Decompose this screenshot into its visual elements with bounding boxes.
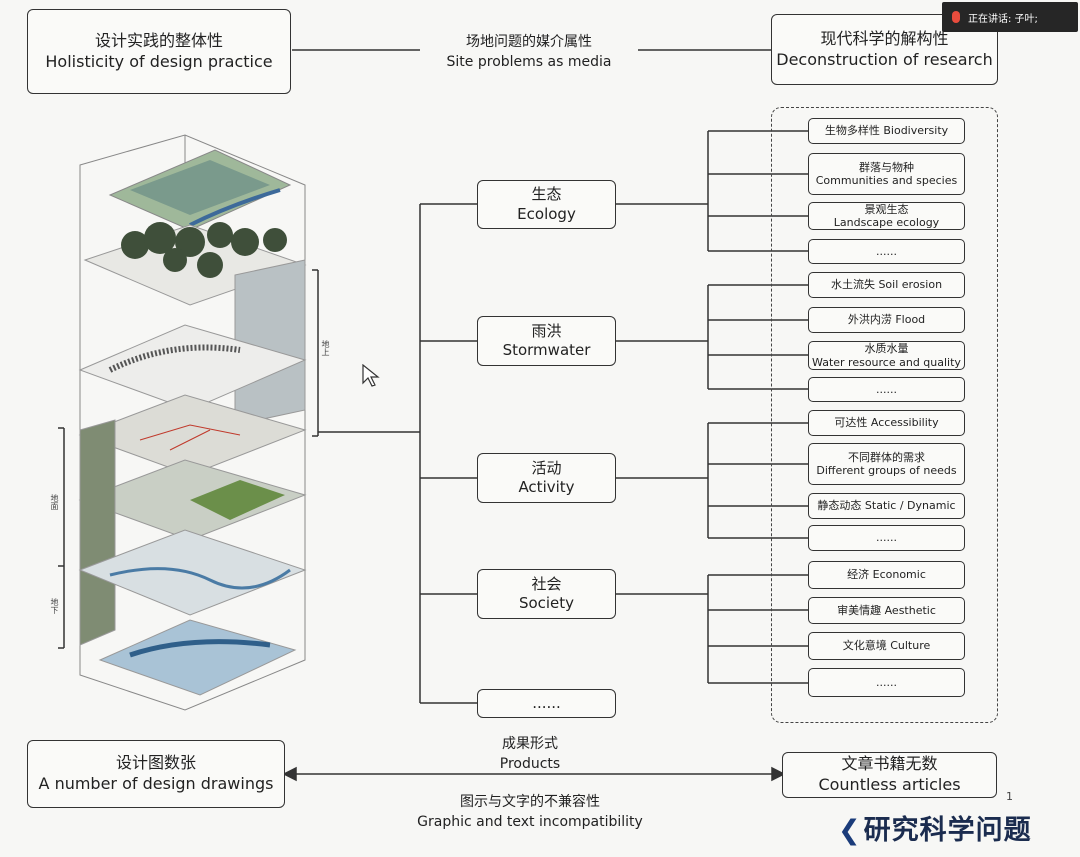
layered-site-stack-illustration (40, 130, 310, 720)
sub-item-economic[interactable]: 经济 Economic (808, 561, 965, 589)
sub-item-culture[interactable]: 文化意境 Culture (808, 632, 965, 660)
chevron-left-icon: ❮ (838, 815, 862, 846)
category-more[interactable]: ...... (477, 689, 616, 718)
sub-item-flood[interactable]: 外洪内涝 Flood (808, 307, 965, 333)
products-en: Products (430, 754, 630, 774)
countless-articles-zh: 文章书籍无数 (841, 754, 937, 775)
holisticity-zh: 设计实践的整体性 (95, 31, 223, 52)
sub-item-label: 景观生态 Landscape ecology (834, 203, 939, 229)
design-drawings-box: 设计图数张 A number of design drawings (27, 740, 285, 808)
holisticity-box: 设计实践的整体性 Holisticity of design practice (27, 9, 291, 94)
category-activity-en: Activity (518, 478, 574, 498)
category-activity[interactable]: 活动 Activity (477, 453, 616, 503)
sub-item-label: 可达性 Accessibility (834, 416, 938, 429)
design-drawings-zh: 设计图数张 (116, 753, 196, 774)
sub-item-label: 水土流失 Soil erosion (831, 278, 942, 291)
category-stormwater-zh: 雨洪 (531, 322, 561, 342)
products-label: 成果形式 Products (430, 734, 630, 775)
sub-item-label: 审美情趣 Aesthetic (837, 604, 936, 617)
stack-label-upper: 地上 (320, 340, 331, 356)
sub-item-landscape-ecology[interactable]: 景观生态 Landscape ecology (808, 202, 965, 230)
category-ecology[interactable]: 生态 Ecology (477, 180, 616, 229)
sub-item-communities[interactable]: 群落与物种 Communities and species (808, 153, 965, 195)
stack-label-lower: 地下 (49, 598, 60, 614)
mouse-cursor-icon (362, 364, 380, 388)
sub-item-label: 不同群体的需求 Different groups of needs (816, 451, 956, 477)
sub-item-label: 外洪内涝 Flood (848, 313, 925, 326)
sub-item-label: 经济 Economic (847, 568, 926, 581)
sub-item-society-more[interactable]: ...... (808, 668, 965, 697)
sub-item-ecology-more[interactable]: ...... (808, 239, 965, 264)
sub-item-static-dynamic[interactable]: 静态动态 Static / Dynamic (808, 493, 965, 519)
category-more-label: ...... (532, 694, 561, 714)
category-society[interactable]: 社会 Society (477, 569, 616, 619)
incompatibility-label: 图示与文字的不兼容性 Graphic and text incompatibil… (405, 792, 655, 833)
category-society-en: Society (519, 594, 574, 614)
countless-articles-en: Countless articles (818, 775, 960, 796)
deconstruction-en: Deconstruction of research (776, 50, 992, 71)
sub-item-biodiversity[interactable]: 生物多样性 Biodiversity (808, 118, 965, 144)
stack-label-middle: 地面 (49, 494, 60, 510)
page-number: 1 (1006, 790, 1013, 803)
site-problems-label: 场地问题的媒介属性 Site problems as media (420, 32, 638, 73)
category-stormwater-en: Stormwater (503, 341, 591, 361)
site-problems-en: Site problems as media (420, 52, 638, 72)
mic-icon (952, 11, 960, 23)
category-society-zh: 社会 (531, 575, 561, 595)
category-stormwater[interactable]: 雨洪 Stormwater (477, 316, 616, 366)
sub-item-soil-erosion[interactable]: 水土流失 Soil erosion (808, 272, 965, 298)
sub-item-activity-more[interactable]: ...... (808, 525, 965, 551)
sub-item-aesthetic[interactable]: 审美情趣 Aesthetic (808, 597, 965, 624)
category-ecology-en: Ecology (517, 205, 576, 225)
banner-text: 研究科学问题 (864, 815, 1032, 846)
sub-item-water-quality[interactable]: 水质水量 Water resource and quality (808, 341, 965, 370)
sub-item-label: ...... (876, 245, 897, 258)
products-zh: 成果形式 (430, 734, 630, 754)
speaking-indicator: 正在讲话: 子叶; (942, 2, 1078, 32)
incompatibility-en: Graphic and text incompatibility (405, 812, 655, 832)
sub-item-label: 水质水量 Water resource and quality (812, 342, 961, 368)
site-problems-zh: 场地问题的媒介属性 (420, 32, 638, 52)
sub-item-label: ...... (876, 676, 897, 689)
sub-item-groups-needs[interactable]: 不同群体的需求 Different groups of needs (808, 443, 965, 485)
category-activity-zh: 活动 (531, 459, 561, 479)
incompatibility-zh: 图示与文字的不兼容性 (405, 792, 655, 812)
sub-item-stormwater-more[interactable]: ...... (808, 377, 965, 402)
sub-item-label: ...... (876, 531, 897, 544)
sub-item-accessibility[interactable]: 可达性 Accessibility (808, 410, 965, 436)
countless-articles-box: 文章书籍无数 Countless articles (782, 752, 997, 798)
deconstruction-zh: 现代科学的解构性 (820, 29, 948, 50)
sub-item-label: 静态动态 Static / Dynamic (817, 499, 955, 512)
category-ecology-zh: 生态 (531, 185, 561, 205)
holisticity-en: Holisticity of design practice (45, 52, 272, 73)
speaking-status-text: 正在讲话: 子叶; (968, 10, 1038, 25)
sub-item-label: 文化意境 Culture (843, 639, 931, 652)
sub-item-label: 生物多样性 Biodiversity (825, 124, 948, 137)
research-banner: ❮研究科学问题 (838, 808, 1032, 847)
sub-item-label: ...... (876, 383, 897, 396)
design-drawings-en: A number of design drawings (39, 774, 274, 795)
sub-item-label: 群落与物种 Communities and species (816, 161, 957, 187)
